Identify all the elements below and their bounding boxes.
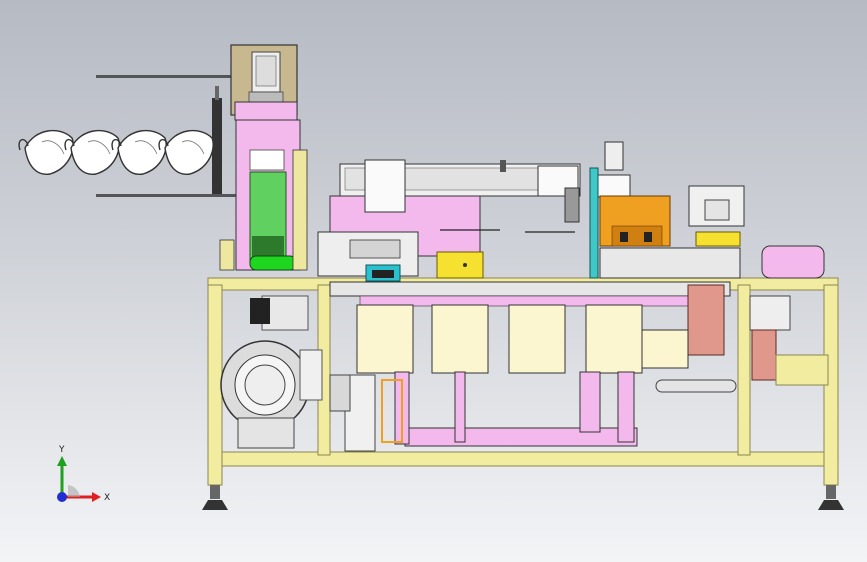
mask-item	[64, 129, 120, 175]
central-base-assembly	[317, 159, 731, 452]
mask-item	[158, 129, 214, 175]
right-assembly	[589, 141, 829, 393]
axis-triad: Y X	[57, 445, 110, 503]
mask-item	[18, 129, 74, 175]
feeder-tower	[219, 44, 308, 271]
axis-y-label: Y	[58, 445, 65, 455]
mask-item	[111, 129, 167, 175]
mask-products	[18, 129, 214, 175]
axis-x-label: X	[104, 493, 110, 503]
ear-loop-rails	[96, 75, 236, 197]
blower-unit	[220, 295, 323, 449]
